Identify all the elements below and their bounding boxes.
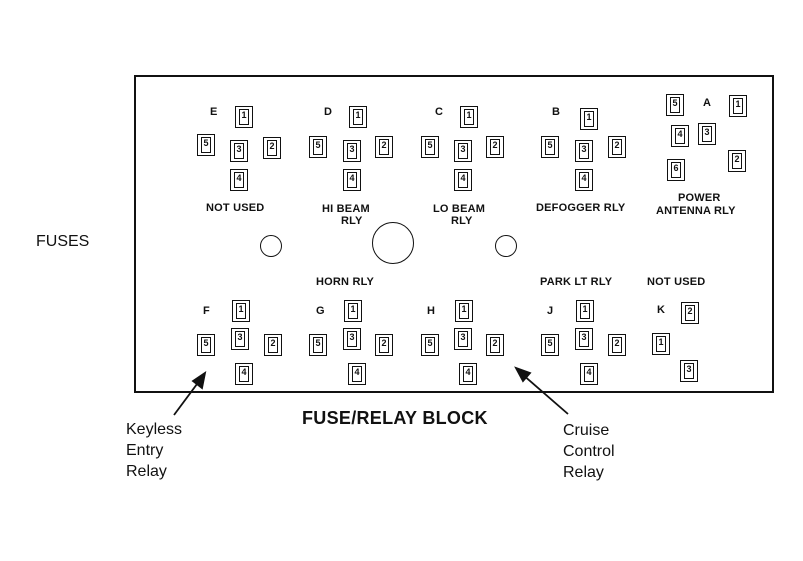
relay-h-letter: H [427, 305, 435, 317]
relay-h-terminal: 1 [455, 300, 473, 322]
relay-b-terminal: 2 [608, 136, 626, 158]
relay-b-caption: DEFOGGER RLY [536, 202, 626, 214]
relay-h-terminal: 4 [459, 363, 477, 385]
mounting-hole [260, 235, 282, 257]
relay-g-terminal: 2 [375, 334, 393, 356]
cruise-arrow [514, 366, 569, 415]
relay-f-terminal: 2 [264, 334, 282, 356]
fuse-relay-block-panel [134, 75, 774, 393]
relay-d-terminal: 5 [309, 136, 327, 158]
fuses-label: FUSES [36, 233, 90, 250]
relay-f-terminal: 5 [197, 334, 215, 356]
relay-c-caption: LO BEAM [433, 203, 486, 215]
relay-j-terminal: 5 [541, 334, 559, 356]
keyless-entry-relay-label: Keyless Entry Relay [126, 421, 183, 480]
relay-k-terminal: 1 [652, 333, 670, 355]
relay-c-caption: RLY [451, 215, 473, 227]
relay-a-terminal: 5 [666, 94, 684, 116]
relay-d-terminal: 2 [375, 136, 393, 158]
relay-f-terminal: 3 [231, 328, 249, 350]
relay-a-terminal: 6 [667, 159, 685, 181]
relay-c-terminal: 2 [486, 136, 504, 158]
relay-h-terminal: 2 [486, 334, 504, 356]
relay-b-letter: B [552, 106, 560, 118]
relay-f-letter: F [203, 305, 210, 317]
relay-j-terminal: 1 [576, 300, 594, 322]
relay-a-terminal: 4 [671, 125, 689, 147]
relay-a-terminal: 1 [729, 95, 747, 117]
relay-a-caption: POWER [678, 192, 721, 204]
relay-g-letter: G [316, 305, 325, 317]
relay-j-letter: J [547, 305, 554, 317]
relay-k-terminal: 2 [681, 302, 699, 324]
relay-e-terminal: 2 [263, 137, 281, 159]
relay-b-terminal: 3 [575, 140, 593, 162]
relay-g-terminal: 3 [343, 328, 361, 350]
relay-b-terminal: 4 [575, 169, 593, 191]
relay-b-terminal: 1 [580, 108, 598, 130]
mounting-hole [495, 235, 517, 257]
relay-g-terminal: 1 [344, 300, 362, 322]
relay-f-terminal: 4 [235, 363, 253, 385]
relay-h-terminal: 5 [421, 334, 439, 356]
mounting-hole-large [372, 222, 414, 264]
relay-d-terminal: 3 [343, 140, 361, 162]
relay-e-terminal: 1 [235, 106, 253, 128]
relay-c-terminal: 1 [460, 106, 478, 128]
relay-a-terminal: 2 [728, 150, 746, 172]
relay-c-terminal: 5 [421, 136, 439, 158]
relay-a-letter: A [703, 97, 711, 109]
relay-g-caption: HORN RLY [316, 276, 375, 288]
relay-g-terminal: 4 [348, 363, 366, 385]
relay-j-terminal: 3 [575, 328, 593, 350]
relay-k-terminal: 3 [680, 360, 698, 382]
relay-a-caption: ANTENNA RLY [656, 205, 736, 217]
relay-b-terminal: 5 [541, 136, 559, 158]
relay-d-caption: RLY [341, 215, 363, 227]
relay-k-caption: NOT USED [647, 276, 706, 288]
relay-f-terminal: 1 [232, 300, 250, 322]
relay-a-terminal: 3 [698, 123, 716, 145]
relay-j-caption: PARK LT RLY [540, 276, 613, 288]
relay-c-terminal: 4 [454, 169, 472, 191]
keyless-arrow [173, 371, 207, 416]
relay-d-letter: D [324, 106, 332, 118]
relay-d-terminal: 4 [343, 169, 361, 191]
relay-g-terminal: 5 [309, 334, 327, 356]
relay-c-terminal: 3 [454, 140, 472, 162]
cruise-control-relay-label: Cruise Control Relay [563, 422, 615, 481]
relay-h-terminal: 3 [454, 328, 472, 350]
relay-j-terminal: 2 [608, 334, 626, 356]
block-title: FUSE/RELAY BLOCK [302, 408, 488, 428]
relay-c-letter: C [435, 106, 443, 118]
relay-d-terminal: 1 [349, 106, 367, 128]
relay-j-terminal: 4 [580, 363, 598, 385]
relay-e-caption: NOT USED [206, 202, 265, 214]
relay-e-terminal: 3 [230, 140, 248, 162]
relay-e-terminal: 4 [230, 169, 248, 191]
relay-e-letter: E [210, 106, 218, 118]
relay-k-letter: K [657, 304, 665, 316]
relay-d-caption: HI BEAM [322, 203, 370, 215]
relay-e-terminal: 5 [197, 134, 215, 156]
